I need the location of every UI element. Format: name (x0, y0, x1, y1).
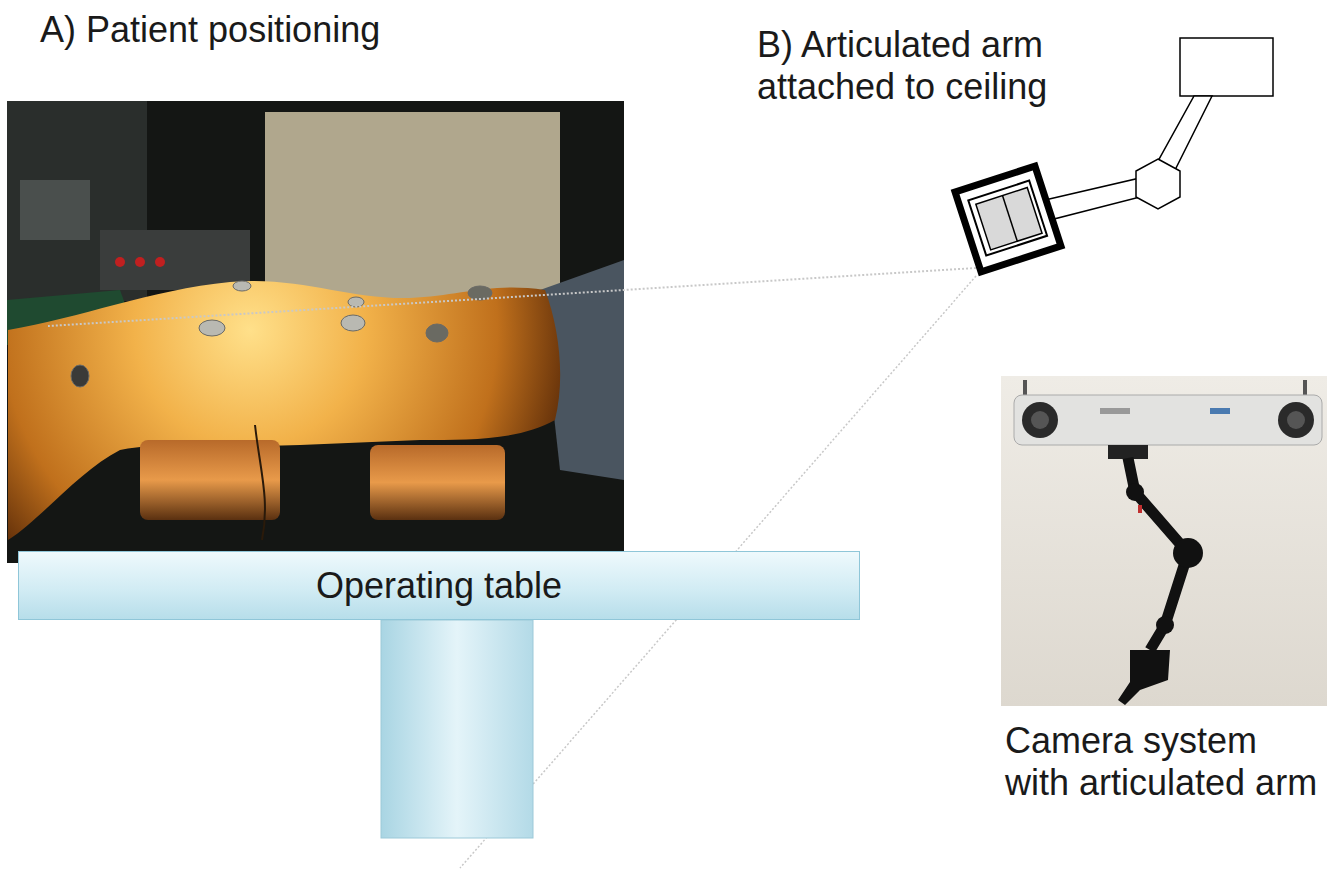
panel-label: Camera system with articulated arm (1005, 720, 1323, 804)
panel-label: A) Patient positioning (40, 9, 460, 51)
table-top: Operating table (18, 551, 860, 620)
sight-line (48, 268, 976, 326)
patient-photo (7, 101, 624, 563)
panel-label: B) Articulated arm attached to ceiling (757, 24, 1057, 108)
table-leg (381, 620, 533, 838)
node-label: Operating table (316, 565, 562, 607)
camera-photo (1001, 376, 1327, 706)
